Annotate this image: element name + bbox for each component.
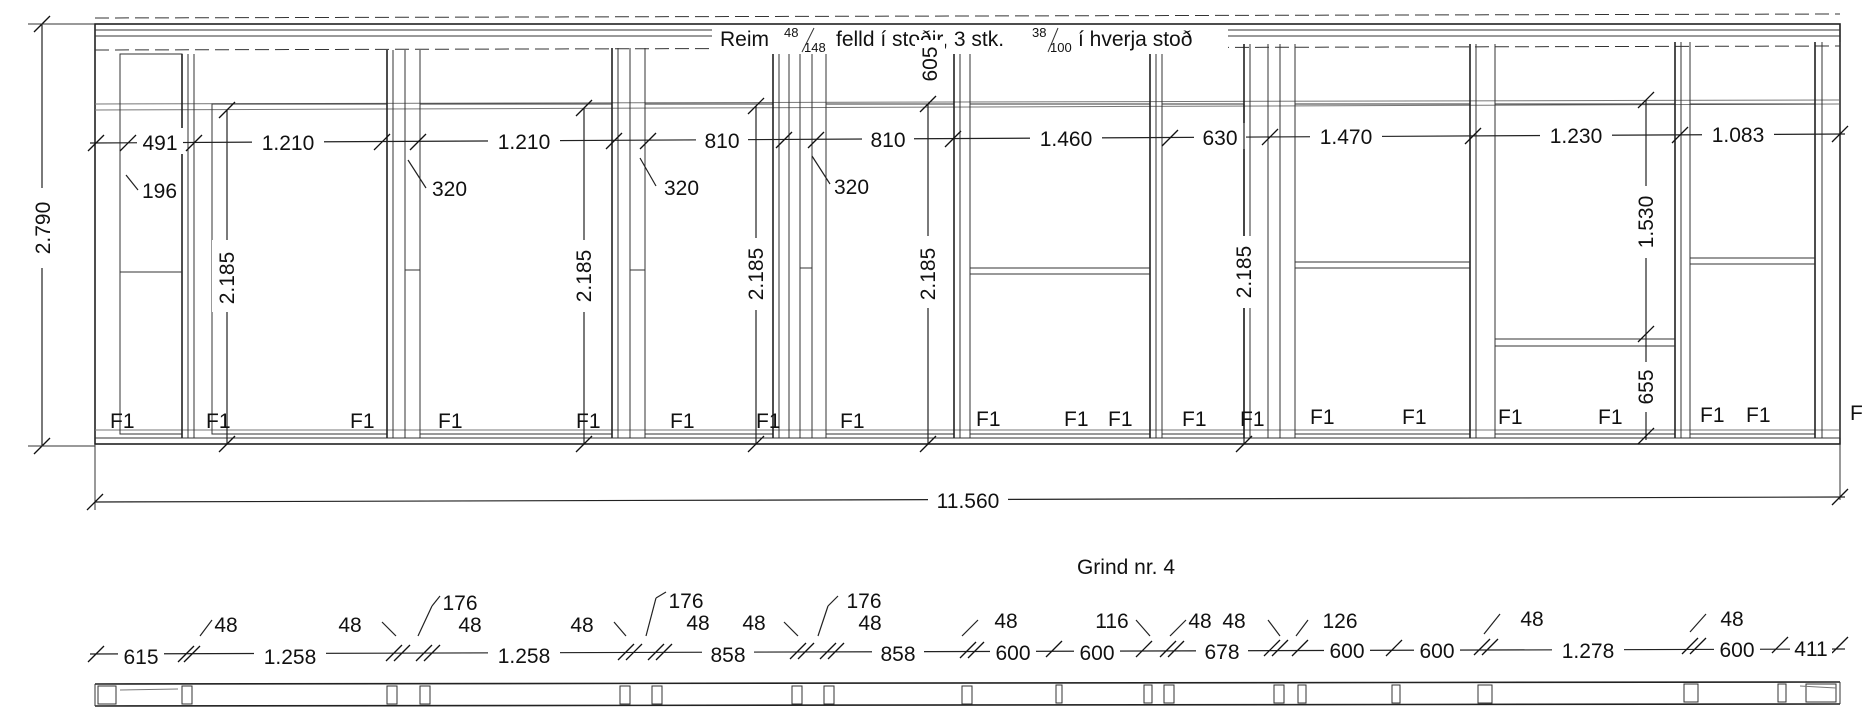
label-f1: F1 [110, 410, 135, 433]
dim-1083: 1.083 [1712, 124, 1765, 147]
note-frac2-top: 38 [1032, 25, 1046, 40]
height-605: 605 [919, 46, 942, 81]
label-f1: F1 [670, 410, 695, 433]
plan-dim-411: 411 [1794, 638, 1827, 661]
dim-196: 196 [142, 180, 177, 203]
dim-810-a: 810 [704, 130, 739, 153]
label-f: F [1850, 402, 1862, 425]
header-note: Reim 48 148 felld í stoðir, 3 stk. 38 10… [712, 25, 1228, 55]
dim-320-c: 320 [834, 176, 869, 199]
height-655: 655 [1635, 369, 1658, 404]
label-f1: F1 [576, 410, 601, 433]
dim-630: 630 [1202, 127, 1237, 150]
dim-810-b: 810 [870, 129, 905, 152]
plan-dim-48: 48 [1720, 608, 1743, 631]
label-f1: F1 [1064, 408, 1089, 431]
plan-dim-116: 116 [1095, 610, 1128, 633]
plan-dim-48: 48 [338, 614, 361, 637]
plan-dim-600: 600 [1719, 639, 1754, 662]
plan-dim-858: 858 [710, 644, 745, 667]
plan-dim-176: 176 [442, 592, 477, 615]
stud-labels: F1 F1 F1 F1 F1 F1 F1 F1 F1 F1 F1 F1 F1 F… [110, 402, 1862, 433]
plan-dim-600: 600 [1419, 640, 1454, 663]
height-2185-c: 2.185 [745, 248, 768, 301]
plan-dim-615: 615 [123, 646, 158, 669]
note-end: í hverja stoð [1078, 28, 1192, 51]
note-frac1-bottom: 148 [804, 40, 826, 55]
plan-dim-176: 176 [846, 590, 881, 613]
overall-height-label: 2.790 [32, 202, 55, 255]
plan-dim-600: 600 [1079, 642, 1114, 665]
height-2185-b: 2.185 [573, 250, 596, 303]
label-f1: F1 [1310, 406, 1335, 429]
dim-1470: 1.470 [1320, 126, 1373, 149]
plan-dim-48: 48 [570, 614, 593, 637]
label-f1: F1 [1108, 408, 1133, 431]
plan-dim-48: 48 [994, 610, 1017, 633]
dim-320-a: 320 [432, 178, 467, 201]
dim-1210-a: 1.210 [262, 132, 315, 155]
label-f1: F1 [206, 410, 231, 433]
height-2185-a: 2.185 [216, 252, 239, 305]
height-dimensions: 2.185 2.185 2.185 2.185 2.185 1.530 655 … [212, 40, 1661, 453]
label-f1: F1 [1700, 404, 1725, 427]
dim-1460: 1.460 [1040, 128, 1093, 151]
plan-dim-1278: 1.278 [1562, 640, 1615, 663]
label-f1: F1 [1498, 406, 1523, 429]
plan-dim-1258: 1.258 [264, 646, 317, 669]
plan-view-plate [94, 681, 1841, 707]
plan-dim-176: 176 [668, 590, 703, 613]
label-f1: F1 [438, 410, 463, 433]
studs [181, 42, 1841, 438]
height-2185-d: 2.185 [917, 248, 940, 301]
label-f1: F1 [976, 408, 1001, 431]
drawing-title: Grind nr. 4 [1077, 556, 1175, 579]
plan-dim-858: 858 [880, 643, 915, 666]
dim-1230: 1.230 [1550, 125, 1603, 148]
label-f1: F1 [1402, 406, 1427, 429]
overall-height-dimension: 2.790 [26, 15, 95, 455]
label-f1: F1 [1240, 408, 1265, 431]
note-main: Reim [720, 28, 769, 51]
label-f1: F1 [350, 410, 375, 433]
plan-dim-126: 126 [1322, 610, 1357, 633]
overall-length-dimension: 11.560 [86, 444, 1849, 513]
plan-dim-48: 48 [1520, 608, 1543, 631]
plan-dim-48: 48 [1222, 610, 1245, 633]
small-dimensions: 196 320 320 320 [125, 155, 869, 203]
label-f1: F1 [1746, 404, 1771, 427]
plan-dimensions: 615 48 1.258 48 48 176 1.258 48 176 48 8… [87, 590, 1849, 669]
plan-dim-600: 600 [995, 642, 1030, 665]
overall-length-label: 11.560 [937, 490, 1000, 513]
wall-elevation [94, 13, 1841, 445]
plan-dim-600: 600 [1329, 640, 1364, 663]
label-f1: F1 [840, 410, 865, 433]
label-f1: F1 [756, 410, 781, 433]
dim-320-b: 320 [664, 177, 699, 200]
opening-dimensions: 491 1.210 1.210 810 810 1.460 630 1.470 … [87, 120, 1849, 155]
plan-dim-678: 678 [1204, 641, 1239, 664]
plan-dim-48: 48 [742, 612, 765, 635]
height-2185-e: 2.185 [1233, 246, 1256, 299]
note-frac1-top: 48 [784, 25, 798, 40]
plan-dim-1258: 1.258 [498, 645, 551, 668]
dim-491: 491 [142, 132, 177, 155]
note-frac2-bottom: 100 [1050, 40, 1072, 55]
plan-dim-48: 48 [458, 614, 481, 637]
plan-dim-48: 48 [1188, 610, 1211, 633]
dim-1210-b: 1.210 [498, 131, 551, 154]
label-f1: F1 [1598, 406, 1623, 429]
plan-dim-48: 48 [214, 614, 237, 637]
note-mid: felld í stoðir, 3 stk. [836, 28, 1004, 51]
plan-dim-48: 48 [858, 612, 881, 635]
plan-dim-48: 48 [686, 612, 709, 635]
height-1530: 1.530 [1635, 196, 1658, 249]
label-f1: F1 [1182, 408, 1207, 431]
